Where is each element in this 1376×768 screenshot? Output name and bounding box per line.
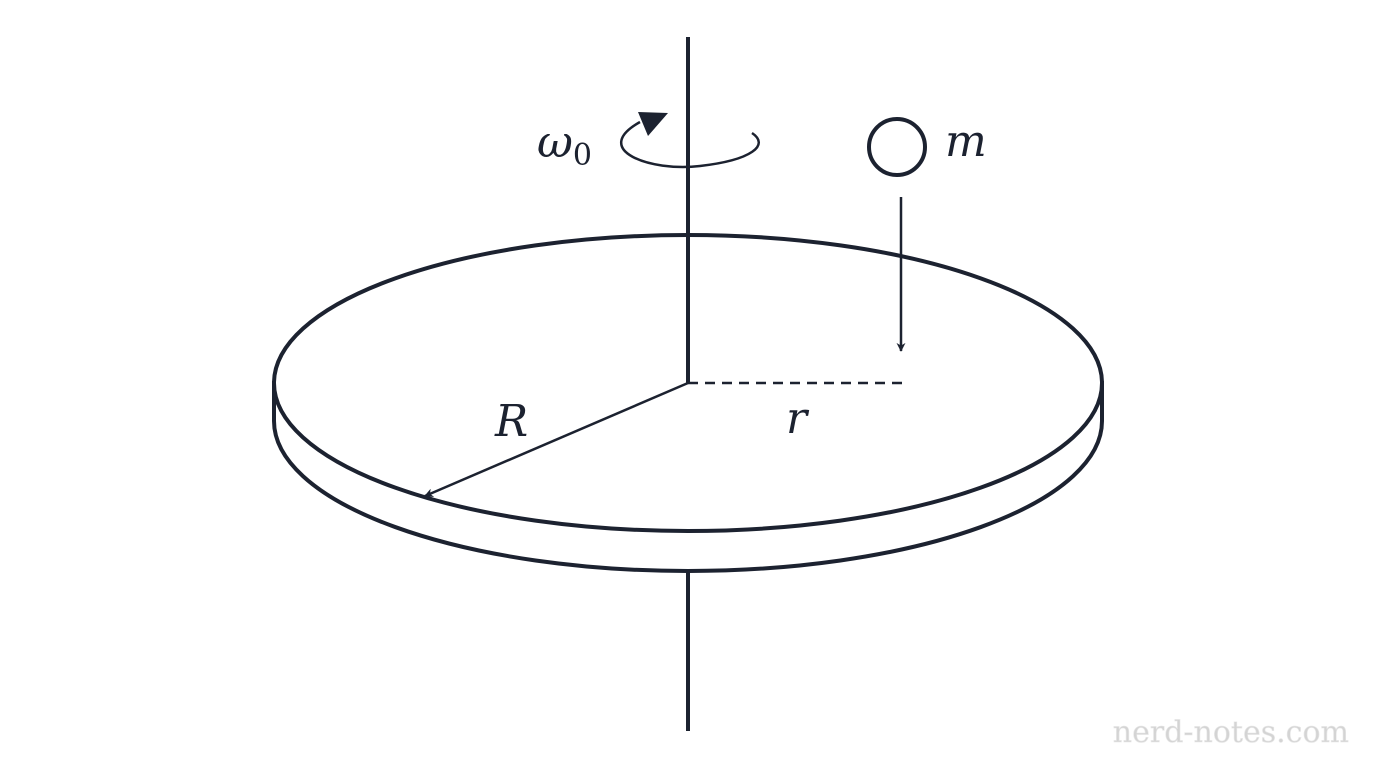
radius-R-arrow — [424, 381, 689, 498]
watermark-text: nerd-notes.com — [1113, 715, 1349, 750]
rotation-direction-arrow — [620, 120, 760, 169]
omega-subscript: 0 — [573, 138, 592, 173]
omega-label: ω0 — [537, 117, 592, 173]
disk-rim — [272, 381, 1104, 573]
mass-label: m — [945, 116, 987, 167]
falling-mass-circle — [867, 117, 927, 177]
rotation-arrowhead — [638, 112, 668, 136]
drop-radius-label: r — [786, 393, 810, 444]
omega-symbol: ω — [537, 117, 573, 168]
disk-radius-label: R — [494, 396, 528, 447]
